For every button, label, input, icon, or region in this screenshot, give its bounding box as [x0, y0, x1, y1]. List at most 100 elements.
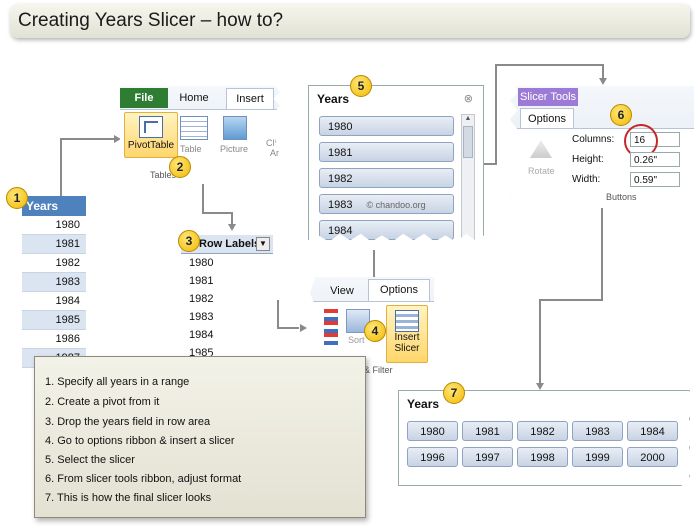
picture-icon — [223, 116, 247, 140]
pivottable-label: PivotTable — [127, 140, 175, 151]
final-slicer-item[interactable]: 1997 — [462, 447, 513, 467]
slicer-item[interactable]: 1980 — [319, 116, 454, 136]
final-slicer-item[interactable]: 1982 — [517, 421, 568, 441]
connector-2-3-h — [202, 212, 232, 214]
connector-5-6 — [482, 163, 496, 165]
watermark: © chandoo.org — [366, 200, 426, 210]
slicer-item[interactable]: 1981 — [319, 142, 454, 162]
arrow-to-final-slicer — [536, 383, 544, 390]
pivot-header: Row Labels ▼ — [181, 235, 273, 254]
tab-view[interactable]: View — [330, 285, 354, 297]
scroll-thumb[interactable] — [463, 126, 473, 158]
step-badge-7: 7 — [443, 382, 465, 404]
step-text: 1. Specify all years in a range — [45, 376, 190, 388]
sort-label[interactable]: Sort — [348, 335, 365, 345]
connector-1-2-h — [60, 138, 114, 140]
pivot-table-panel: Row Labels ▼ 1980 1981 1982 1983 1984 19… — [181, 235, 273, 360]
step-badge-5: 5 — [350, 75, 372, 97]
slicer-tools-ribbon: Slicer Tools Options Rotate Columns: 16 … — [510, 86, 694, 206]
connector-5-6-v2 — [602, 64, 604, 78]
buttons-group-label: Buttons — [606, 192, 637, 202]
range-cell[interactable]: 1984 — [22, 292, 86, 311]
filter-dropdown-icon[interactable]: ▼ — [256, 237, 270, 251]
connector-6-7 — [601, 208, 603, 300]
final-slicer-item[interactable]: 1998 — [517, 447, 568, 467]
tab-slicer-options[interactable]: Options — [520, 108, 574, 129]
pivot-row: 1981 — [189, 275, 214, 287]
pivot-row: 1984 — [189, 329, 214, 341]
pivot-row: 1983 — [189, 311, 214, 323]
step-badge-3: 3 — [178, 230, 200, 252]
table-icon — [180, 116, 208, 140]
range-cell[interactable]: 1985 — [22, 311, 86, 330]
final-slicer-item[interactable]: 1999 — [572, 447, 623, 467]
insert-slicer-button[interactable]: Insert Slicer — [386, 305, 428, 363]
pivot-row: 1982 — [189, 293, 214, 305]
range-cell[interactable]: 1980 — [22, 216, 86, 235]
tab-file[interactable]: File — [120, 88, 168, 108]
connector-6-7-v — [539, 299, 541, 383]
step-text: 4. Go to options ribbon & insert a slice… — [45, 435, 235, 447]
arrow-to-options — [300, 324, 307, 332]
final-slicer-item[interactable]: 2000 — [627, 447, 678, 467]
clipart-label[interactable]: Cli — [266, 138, 277, 148]
connector-2-3-v — [231, 212, 233, 224]
final-slicer-title: Years — [407, 397, 440, 411]
slicer-scrollbar[interactable]: ▲ — [461, 114, 475, 242]
step-badge-1: 1 — [6, 187, 28, 209]
height-label: Height: — [572, 154, 604, 165]
final-slicer-item[interactable]: 1984 — [627, 421, 678, 441]
final-slicer-item[interactable]: 1983 — [572, 421, 623, 441]
slicer-item-label: 1983 — [328, 199, 353, 211]
tab-home[interactable]: Home — [179, 92, 209, 104]
scroll-up-icon[interactable]: ▲ — [464, 115, 472, 122]
width-input[interactable]: 0.59" — [630, 172, 680, 187]
slicer-item[interactable]: 1984 — [319, 220, 454, 240]
picture-label[interactable]: Picture — [220, 144, 249, 154]
clipart-label-2: Ar — [270, 148, 279, 158]
filter-group-label: & Filter — [364, 365, 393, 375]
pivottable-icon — [139, 116, 163, 138]
tables-group-label: Tables — [150, 170, 177, 180]
pivottable-button[interactable]: PivotTable — [124, 112, 178, 158]
step-badge-2: 2 — [169, 156, 191, 178]
range-cell[interactable]: 1983 — [22, 273, 86, 292]
range-cell[interactable]: 1986 — [22, 330, 86, 349]
height-input[interactable]: 0.26" — [630, 152, 680, 167]
insert-ribbon: File Home Insert PivotTable Table Pictur… — [120, 86, 280, 184]
slicer-icon — [395, 310, 419, 332]
step-text: 6. From slicer tools ribbon, adjust form… — [45, 473, 242, 485]
insert-slicer-label-2: Slicer — [394, 343, 420, 354]
tab-options[interactable]: Options — [368, 279, 430, 302]
step-text: 3. Drop the years field in row area — [45, 416, 211, 428]
tab-insert[interactable]: Insert — [226, 88, 274, 109]
step-badge-6: 6 — [610, 104, 632, 126]
connector-5-6-v — [495, 64, 497, 165]
page-title: Creating Years Slicer – how to? — [10, 4, 690, 38]
range-cell[interactable]: 1982 — [22, 254, 86, 273]
final-slicer-item[interactable]: 1980 — [407, 421, 458, 441]
final-slicer-item[interactable]: 1996 — [407, 447, 458, 467]
years-range-header: Years — [22, 196, 86, 216]
connector-6-7-h — [540, 299, 603, 301]
range-cell[interactable]: 1981 — [22, 235, 86, 254]
arrow-to-pivot — [228, 224, 236, 231]
selected-slicer-panel[interactable]: Years ⊗ 1980 1981 1982 1983© chandoo.org… — [308, 85, 484, 242]
final-slicer-item[interactable]: 1981 — [462, 421, 513, 441]
connector-3-4 — [277, 300, 279, 328]
rotate-label[interactable]: Rotate — [528, 166, 555, 176]
final-slicer-panel: Years 1980 1981 1982 1983 1984 1996 1997… — [398, 390, 690, 486]
columns-label: Columns: — [572, 134, 615, 145]
table-label[interactable]: Table — [180, 144, 202, 154]
steps-box: 1. Specify all years in a range 2. Creat… — [34, 356, 366, 518]
clear-filter-icon[interactable]: ⊗ — [463, 93, 473, 105]
slicer-item[interactable]: 1982 — [319, 168, 454, 188]
step-text: 7. This is how the final slicer looks — [45, 492, 212, 504]
connector-1-2 — [60, 138, 62, 196]
slicer-item[interactable]: 1983 © chandoo.org — [319, 194, 454, 214]
arrow-to-ribbon — [114, 135, 121, 143]
arrow-to-slicer-tools — [599, 78, 607, 85]
insert-slicer-label-1: Insert — [394, 332, 420, 343]
connector-3-4-h — [277, 327, 299, 329]
connector-5-6-h — [495, 64, 603, 66]
